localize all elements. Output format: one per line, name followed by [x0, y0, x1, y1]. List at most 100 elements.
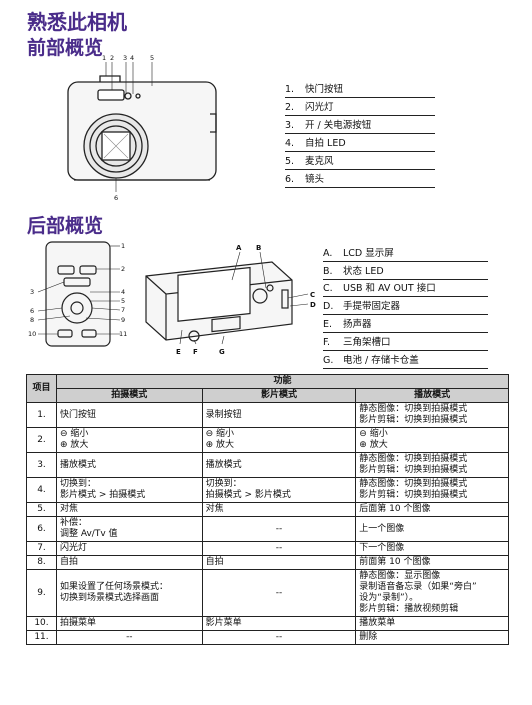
cell-line: 影片剪辑：切换到拍摄模式: [359, 465, 468, 475]
row-number: 5.: [26, 502, 57, 517]
legend-item: E.扬声器: [323, 315, 488, 333]
back-parts-legend: A.LCD 显示屏 B.状态 LED C.USB 和 AV OUT 接口 D.手…: [323, 244, 488, 369]
legend-item: F.三角架槽口: [323, 333, 488, 351]
cell-line: 影片剪辑：播放视频剪辑: [359, 604, 459, 614]
row-number: 10.: [26, 616, 57, 631]
table-cell: 上一个图像: [355, 516, 509, 542]
callout-6: 6: [114, 194, 118, 202]
callout-2: 2: [110, 54, 114, 62]
callout-10: 10: [28, 330, 36, 338]
row-number: 11.: [26, 630, 57, 645]
table-row: 10.拍摄菜单影片菜单 播放菜单: [26, 616, 509, 631]
cell-line: 静态图像：切换到拍摄模式: [359, 454, 468, 464]
table-cell: 拍摄菜单: [55, 616, 203, 631]
cell-line: 如果设置了任何场景模式：: [59, 582, 168, 592]
cell-line: --: [275, 543, 283, 553]
table-cell: 前面第 10 个图像: [355, 555, 509, 570]
table-cell: ⊖ 缩小⊕ 放大: [355, 427, 509, 453]
table-cell: 播放模式: [55, 452, 203, 478]
table-row: 9.如果设置了任何场景模式：切换到场景模式选择画面 -- 静态图像：显示图像录制语音…: [26, 569, 509, 617]
row-number: 4.: [26, 477, 57, 503]
table-cell: --: [201, 569, 357, 617]
table-cell: --: [201, 516, 357, 542]
table-cell: 补偿：调整 Av/Tv 值: [55, 516, 203, 542]
callout-5: 5: [121, 297, 125, 305]
callout-8: 8: [30, 316, 34, 324]
cell-line: ⊖ 缩小: [359, 429, 388, 439]
table-cell: ⊖ 缩小⊕ 放大: [55, 427, 203, 453]
row-number: 9.: [26, 569, 57, 617]
table-cell: 切换到：影片模式 > 拍摄模式: [55, 477, 203, 503]
legend-item: A.LCD 显示屏: [323, 244, 488, 262]
table-cell: 后面第 10 个图像: [355, 502, 509, 517]
cell-line: --: [275, 523, 283, 534]
callout-E: E: [176, 348, 181, 356]
legend-item: C.USB 和 AV OUT 接口: [323, 280, 488, 298]
front-camera-illustration: 1 2 3 4 5 6: [67, 54, 217, 202]
callout-5: 5: [150, 54, 154, 62]
cell-line: ⊖ 缩小: [205, 429, 235, 439]
callout-4: 4: [130, 54, 134, 62]
cell-line: 静态图像：切换到拍摄模式: [359, 479, 468, 489]
button-function-table: 项目 功能 拍摄模式 影片模式 播放模式 1.快门按钮录制按钮静态图像：切换到拍…: [26, 374, 510, 645]
cell-line: ⊕ 放大: [205, 440, 235, 450]
legend-item: 4.自拍 LED: [285, 134, 435, 152]
cell-line: 闪光灯: [59, 543, 87, 553]
cell-line: 调整 Av/Tv 值: [59, 529, 118, 539]
callout-1: 1: [102, 54, 106, 62]
cell-line: 影片菜单: [205, 618, 242, 628]
cell-line: 切换到：: [59, 479, 96, 489]
cell-line: 播放模式: [59, 459, 96, 470]
front-parts-legend: 1.快门按钮 2.闪光灯 3.开 / 关电源按钮 4.自拍 LED 5.麦克风 …: [285, 80, 435, 188]
cell-line: ⊕ 放大: [59, 440, 89, 450]
table-cell: 自拍: [201, 555, 357, 570]
cell-line: 静态图像：显示图像: [359, 571, 441, 581]
callout-C: C: [310, 291, 315, 299]
table-cell: ⊖ 缩小⊕ 放大: [201, 427, 357, 453]
cell-line: 设为“录制”）。: [359, 593, 419, 603]
legend-item: B.状态 LED: [323, 262, 488, 280]
callout-B: B: [256, 244, 261, 252]
legend-item: 5.麦克风: [285, 152, 435, 170]
row-number: 3.: [26, 452, 57, 478]
table-row: 4.切换到：影片模式 > 拍摄模式切换到：拍摄模式 > 影片模式静态图像：切换到…: [26, 477, 509, 503]
cell-line: --: [126, 632, 133, 642]
table-cell: --: [201, 541, 357, 556]
callout-11: 11: [119, 330, 127, 338]
table-row: 8.自拍自拍前面第 10 个图像: [26, 555, 509, 570]
table-row: 2.⊖ 缩小⊕ 放大⊖ 缩小⊕ 放大⊖ 缩小⊕ 放大: [26, 427, 509, 453]
cell-line: 影片剪辑：切换到拍摄模式: [359, 415, 468, 425]
header-item: 项目: [26, 374, 57, 403]
table-row: 1.快门按钮 录制按钮 静态图像：切换到拍摄模式影片剪辑：切换到拍摄模式: [26, 402, 509, 428]
callout-7: 7: [121, 306, 125, 314]
table-row: 5.对焦对焦后面第 10 个图像: [26, 502, 509, 517]
cell-line: --: [275, 587, 283, 598]
table-cell: 如果设置了任何场景模式：切换到场景模式选择画面: [55, 569, 203, 617]
table-cell: 对焦: [55, 502, 203, 517]
cell-line: 下一个图像: [359, 543, 405, 553]
table-cell: 静态图像：显示图像录制语音备忘录（如果“旁白”设为“录制”）。影片剪辑：播放视频…: [355, 569, 509, 617]
table-cell: 对焦: [201, 502, 357, 517]
cell-line: 对焦: [205, 504, 224, 514]
callout-2: 2: [121, 265, 125, 273]
header-movie-mode: 影片模式: [201, 388, 357, 403]
callout-A: A: [236, 244, 242, 252]
table-cell: 播放菜单: [355, 616, 509, 631]
table-cell: 影片菜单: [201, 616, 357, 631]
callout-1: 1: [121, 242, 125, 250]
legend-item: 6.镜头: [285, 170, 435, 188]
cell-line: 快门按钮: [59, 409, 96, 420]
table-cell: 快门按钮: [55, 402, 203, 428]
table-cell: --: [201, 630, 357, 645]
row-number: 8.: [26, 555, 57, 570]
header-function: 功能: [55, 374, 510, 389]
row-number: 7.: [26, 541, 57, 556]
table-row: 7.闪光灯 -- 下一个图像: [26, 541, 509, 556]
cell-line: 录制按钮: [205, 409, 242, 420]
cell-line: 播放菜单: [359, 618, 396, 628]
row-number: 1.: [26, 402, 57, 428]
table-cell: --: [55, 630, 203, 645]
table-cell: 静态图像：切换到拍摄模式影片剪辑：切换到拍摄模式: [355, 402, 509, 428]
legend-item: D.手提带固定器: [323, 297, 488, 316]
callout-9: 9: [121, 316, 125, 324]
